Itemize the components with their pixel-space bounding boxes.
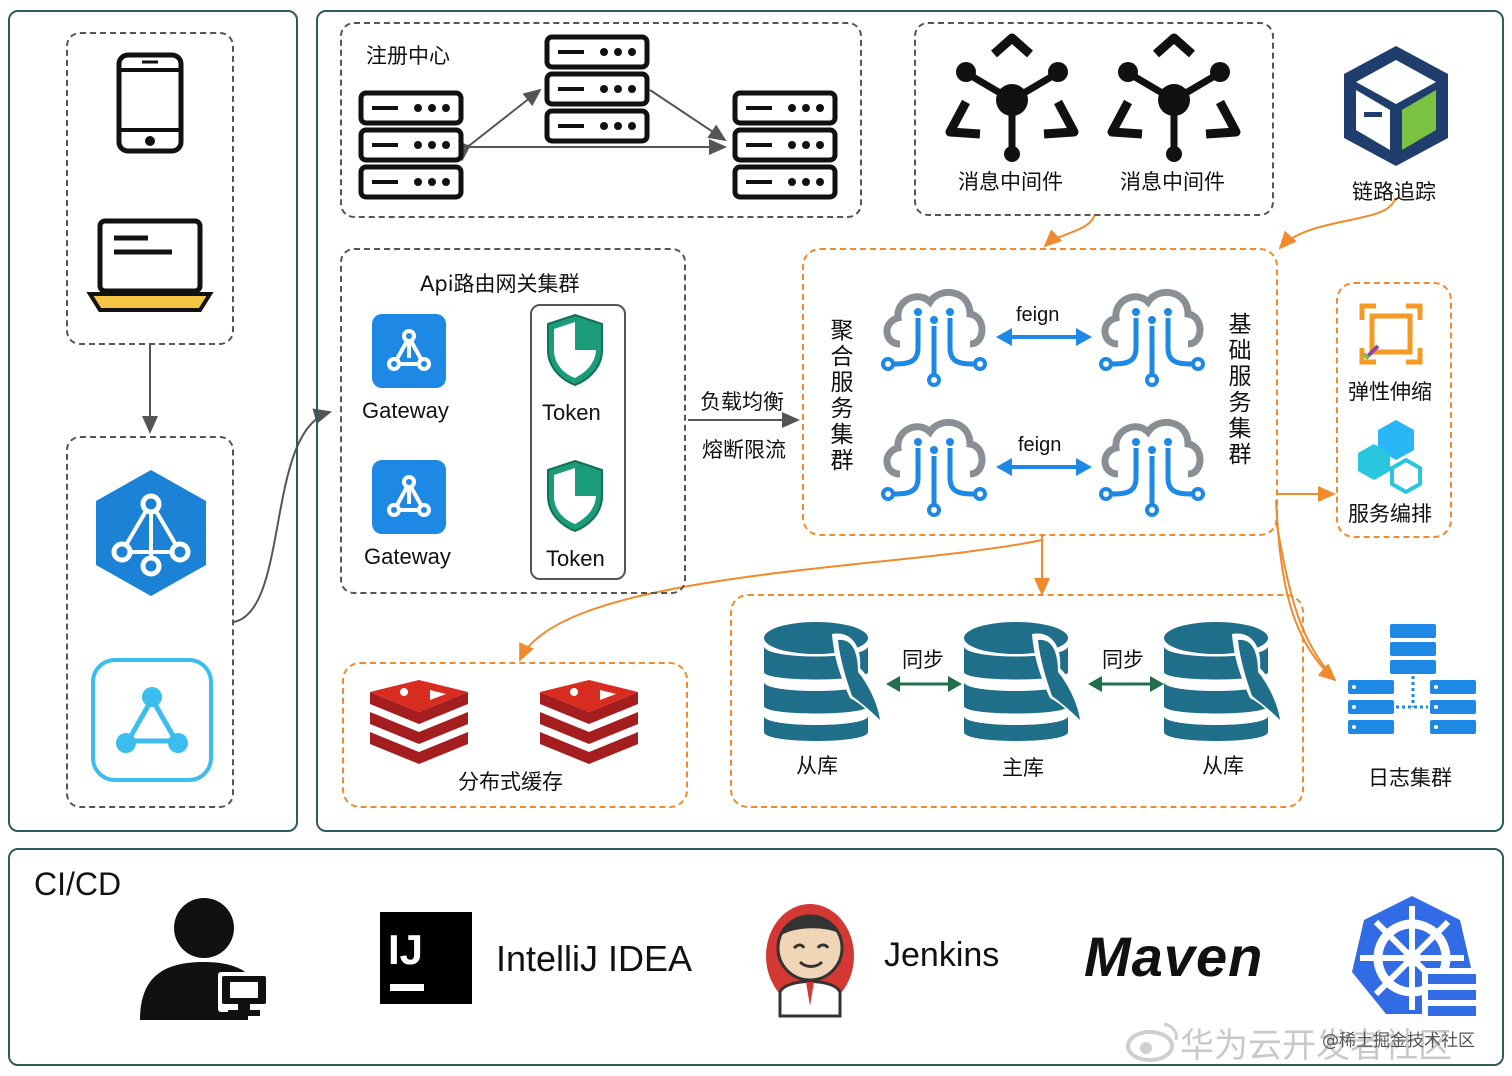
cache-group <box>342 662 688 808</box>
elastic-scaling-icon <box>1359 303 1423 365</box>
hexagon-network-icon <box>96 470 206 596</box>
server-icon <box>544 34 650 144</box>
intellij-logo-icon: IJ <box>380 912 472 1004</box>
aggregate-char: 务 <box>830 396 854 422</box>
mq-recycle-icon <box>1107 33 1241 162</box>
cloud-service-icon <box>881 289 987 387</box>
mq-label-2: 消息中间件 <box>1120 170 1225 194</box>
base-char: 务 <box>1228 390 1252 416</box>
gateway-icon <box>372 314 446 388</box>
maven-logo: Maven <box>1084 925 1264 988</box>
cicd-title: CI/CD <box>34 866 122 902</box>
orchestration-hexagon-icon <box>1358 420 1422 495</box>
gateway-cluster-title: Api路由网关集群 <box>420 272 580 296</box>
gateway-cluster-group <box>340 248 686 594</box>
cache-label: 分布式缓存 <box>458 770 563 794</box>
intellij-logo-text: IJ <box>388 926 423 973</box>
aggregate-char: 合 <box>830 344 854 370</box>
scaling-group <box>1336 282 1452 538</box>
aggregate-char: 群 <box>830 448 854 474</box>
load-balance-label: 负载均衡 <box>700 390 784 414</box>
server-icon <box>732 90 838 200</box>
registry-title: 注册中心 <box>366 44 450 68</box>
log-cluster-icon <box>1348 624 1476 734</box>
watermark-text: 华为云开发者社区 <box>1180 1026 1452 1066</box>
cloud-service-icon <box>1099 419 1205 517</box>
base-char: 集 <box>1228 416 1252 442</box>
gateway-icon <box>372 460 446 534</box>
feign-label-1: feign <box>1016 304 1060 326</box>
intellij-label: IntelliJ IDEA <box>496 938 693 979</box>
triangle-network-icon <box>91 658 213 782</box>
watermark-handle: @稀土掘金技术社区 <box>1322 1031 1475 1051</box>
laptop-icon <box>86 218 214 312</box>
services-panel <box>316 10 1504 832</box>
mq-label-1: 消息中间件 <box>958 170 1063 194</box>
weibo-icon <box>1126 1022 1178 1062</box>
developer-icon <box>140 898 270 1020</box>
slave-db-label-2: 从库 <box>1202 754 1244 778</box>
feign-arrow <box>996 458 1092 476</box>
client-devices-group <box>66 32 234 345</box>
database-group <box>730 594 1304 808</box>
sync-arrow <box>886 676 962 692</box>
base-char: 群 <box>1228 442 1252 468</box>
aggregate-char: 聚 <box>830 318 854 344</box>
service-cluster-group <box>802 248 1278 536</box>
aggregate-char: 集 <box>830 422 854 448</box>
circuit-breaker-label: 熔断限流 <box>702 438 786 462</box>
orchestration-label: 服务编排 <box>1348 502 1432 526</box>
shield-icon <box>547 313 603 387</box>
token-label-2: Token <box>546 546 605 571</box>
cloud-service-icon <box>881 419 987 517</box>
jenkins-logo-icon <box>766 904 854 1018</box>
mysql-database-icon <box>964 622 1086 741</box>
gateway-label-1: Gateway <box>362 398 449 423</box>
elastic-scaling-label: 弹性伸缩 <box>1348 380 1432 404</box>
client-panel <box>8 10 298 832</box>
mq-recycle-icon <box>945 33 1079 162</box>
redis-icon <box>370 680 468 764</box>
cloud-service-icon <box>1099 289 1205 387</box>
sync-arrow <box>1088 676 1164 692</box>
mobile-phone-icon <box>116 52 184 154</box>
server-icon <box>358 90 464 200</box>
tracing-label: 链路追踪 <box>1352 180 1436 204</box>
feign-arrow <box>996 328 1092 346</box>
mq-group <box>914 22 1274 216</box>
sync-label-1: 同步 <box>902 648 944 672</box>
cicd-panel <box>8 848 1504 1066</box>
tracing-cube-icon <box>1344 46 1448 166</box>
registry-group <box>340 22 862 218</box>
base-service-label: 基 础 服 务 集 群 <box>1226 312 1254 468</box>
token-label-1: Token <box>542 400 601 425</box>
base-char: 基 <box>1228 312 1252 338</box>
master-db-label: 主库 <box>1002 756 1044 780</box>
jenkins-label: Jenkins <box>884 936 1000 974</box>
mysql-database-icon <box>1164 622 1286 741</box>
base-char: 服 <box>1228 364 1252 390</box>
slave-db-label-1: 从库 <box>796 754 838 778</box>
aggregate-char: 服 <box>830 370 854 396</box>
log-cluster-label: 日志集群 <box>1368 766 1452 790</box>
aggregate-service-label: 聚 合 服 务 集 群 <box>828 318 856 474</box>
kubernetes-helm-icon <box>1352 896 1476 1022</box>
gateway-label-2: Gateway <box>364 544 451 569</box>
redis-icon <box>540 680 638 764</box>
shield-icon <box>547 459 603 533</box>
token-group <box>530 304 626 580</box>
mysql-database-icon <box>764 622 886 741</box>
feign-label-2: feign <box>1018 434 1062 456</box>
client-gateway-group <box>66 436 234 808</box>
base-char: 础 <box>1228 338 1252 364</box>
sync-label-2: 同步 <box>1102 648 1144 672</box>
